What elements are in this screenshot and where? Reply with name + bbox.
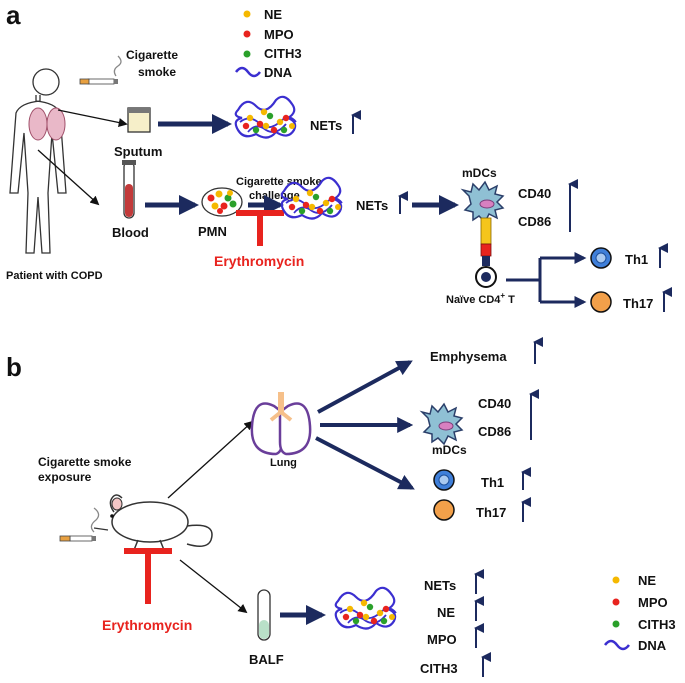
nets-balf-icon	[334, 586, 398, 630]
th1-cell-icon-a	[590, 247, 612, 269]
pmn-cells-icon	[201, 187, 243, 217]
cigarette-smoke-label-2: smoke	[138, 65, 176, 79]
panel-b-letter: b	[6, 352, 22, 382]
th1-label-a: Th1	[625, 252, 648, 267]
legend-cith3-label: CITH3	[264, 46, 302, 61]
erythromycin-label-b: Erythromycin	[102, 617, 192, 633]
lung-to-emphysema-arrow	[317, 360, 413, 414]
nets-top-label: NETs	[310, 118, 342, 133]
mouse-to-lung-arrow	[167, 420, 254, 499]
sputum-cup-icon	[127, 107, 151, 133]
pmn-label: PMN	[198, 224, 227, 239]
blood-tube-icon	[122, 160, 136, 219]
th17-label-b: Th17	[476, 505, 506, 520]
cith3-label-b: CITH3	[420, 661, 458, 676]
sputum-label: Sputum	[114, 144, 162, 159]
legend-dna-line	[235, 66, 261, 78]
legend-ne-dot	[243, 10, 251, 18]
erythromycin-label-a: Erythromycin	[214, 253, 304, 269]
patient-to-blood-arrow	[37, 149, 100, 206]
nets-mid-label: NETs	[356, 198, 388, 213]
cigarette-smoke-label-1: Cigarette	[126, 48, 178, 62]
mdcs-label-b: mDCs	[432, 443, 467, 457]
th17-label-a: Th17	[623, 296, 653, 311]
lung-to-th-arrow	[315, 436, 415, 490]
lung-label: Lung	[270, 457, 297, 469]
cd40-label-b: CD40	[478, 396, 511, 411]
lung-icon	[250, 392, 312, 456]
cigarette-icon-b	[59, 507, 100, 542]
nets-top-icon	[234, 95, 298, 139]
legend-b-dna-label: DNA	[638, 638, 667, 653]
mouse-to-balf-arrow	[179, 559, 248, 614]
th1-cell-icon-b	[433, 469, 455, 491]
erythromycin-inhibit-b	[124, 548, 172, 604]
legend-b-cith3-label: CITH3	[638, 617, 676, 632]
mdcs-label-a: mDCs	[462, 166, 497, 180]
th1-label-b: Th1	[481, 475, 504, 490]
legend-top: NE MPO CITH3 DNA	[235, 7, 302, 80]
th-branch-lines	[506, 258, 542, 302]
patient-to-sputum-arrow	[57, 109, 128, 127]
nets-label-b: NETs	[424, 578, 456, 593]
cigarette-icon	[79, 55, 122, 85]
th17-cell-icon-a	[590, 291, 612, 313]
panel-a-letter: a	[6, 0, 21, 30]
cd40-label-a: CD40	[518, 186, 551, 201]
cd86-label-b: CD86	[478, 424, 511, 439]
legend-b-ne-label: NE	[638, 573, 656, 588]
synapse-icon	[475, 217, 497, 288]
naive-cd4-label: Naïve CD4+ T	[446, 291, 515, 306]
blood-label: Blood	[112, 225, 149, 240]
legend-mpo-dot	[243, 30, 251, 38]
mdc-cell-icon-b	[421, 403, 463, 445]
mdc-cell-icon-a	[462, 181, 504, 223]
legend-b-dna-line	[604, 639, 630, 651]
ne-label-b: NE	[437, 605, 455, 620]
mpo-label-b: MPO	[427, 632, 457, 647]
balf-label: BALF	[249, 652, 284, 667]
legend-b-cith3-dot	[612, 620, 620, 628]
emphysema-label: Emphysema	[430, 349, 507, 364]
legend-ne-label: NE	[264, 7, 282, 22]
balf-tube-icon	[257, 589, 271, 641]
legend-b-ne-dot	[612, 576, 620, 584]
cd86-label-a: CD86	[518, 214, 551, 229]
exposure-label-1: Cigarette smoke	[38, 455, 132, 469]
exposure-label-2: exposure	[38, 470, 92, 484]
patient-label: Patient with COPD	[6, 270, 103, 282]
mouse-icon	[93, 494, 213, 551]
th17-cell-icon-b	[433, 499, 455, 521]
legend-cith3-dot	[243, 50, 251, 58]
patient-figure	[9, 68, 67, 254]
challenge-label-1: Cigarette smoke	[236, 176, 322, 188]
legend-b-mpo-dot	[612, 598, 620, 606]
legend-mpo-label: MPO	[264, 27, 294, 42]
legend-b-mpo-label: MPO	[638, 595, 668, 610]
legend-bottom: NE MPO CITH3 DNA	[604, 573, 676, 653]
legend-dna-label: DNA	[264, 65, 293, 80]
erythromycin-inhibit-a	[236, 210, 284, 246]
